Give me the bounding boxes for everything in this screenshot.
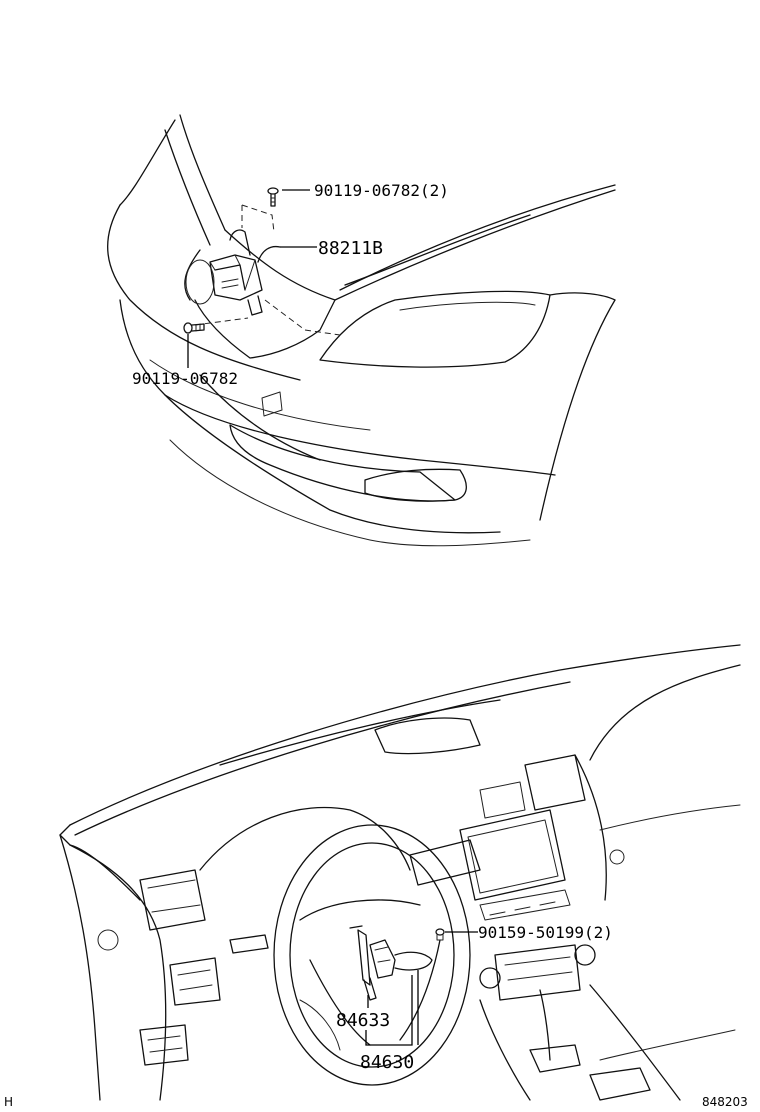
label-bolt-lower: 90119-06782 xyxy=(132,369,238,388)
footer-left-mark: H xyxy=(4,1095,13,1109)
label-screw: 90159-50199(2) xyxy=(478,923,613,942)
radar-sensor-88211B xyxy=(185,229,281,316)
label-switch-assy: 84630 xyxy=(360,1052,414,1073)
label-sub-part: 84633 xyxy=(336,1010,390,1031)
label-sensor: 88211B xyxy=(318,238,383,259)
bolt-icon xyxy=(183,322,205,334)
label-bolt-upper: 90119-06782(2) xyxy=(314,181,449,200)
figure-number: 848203 xyxy=(702,1095,748,1109)
front-bumper-illustration xyxy=(107,114,616,547)
dashboard-illustration xyxy=(59,644,741,1101)
leader-line xyxy=(365,975,413,1046)
screw-icon xyxy=(435,928,445,941)
bolt-icon xyxy=(267,187,279,207)
steering-switch-84630 xyxy=(349,925,396,1001)
